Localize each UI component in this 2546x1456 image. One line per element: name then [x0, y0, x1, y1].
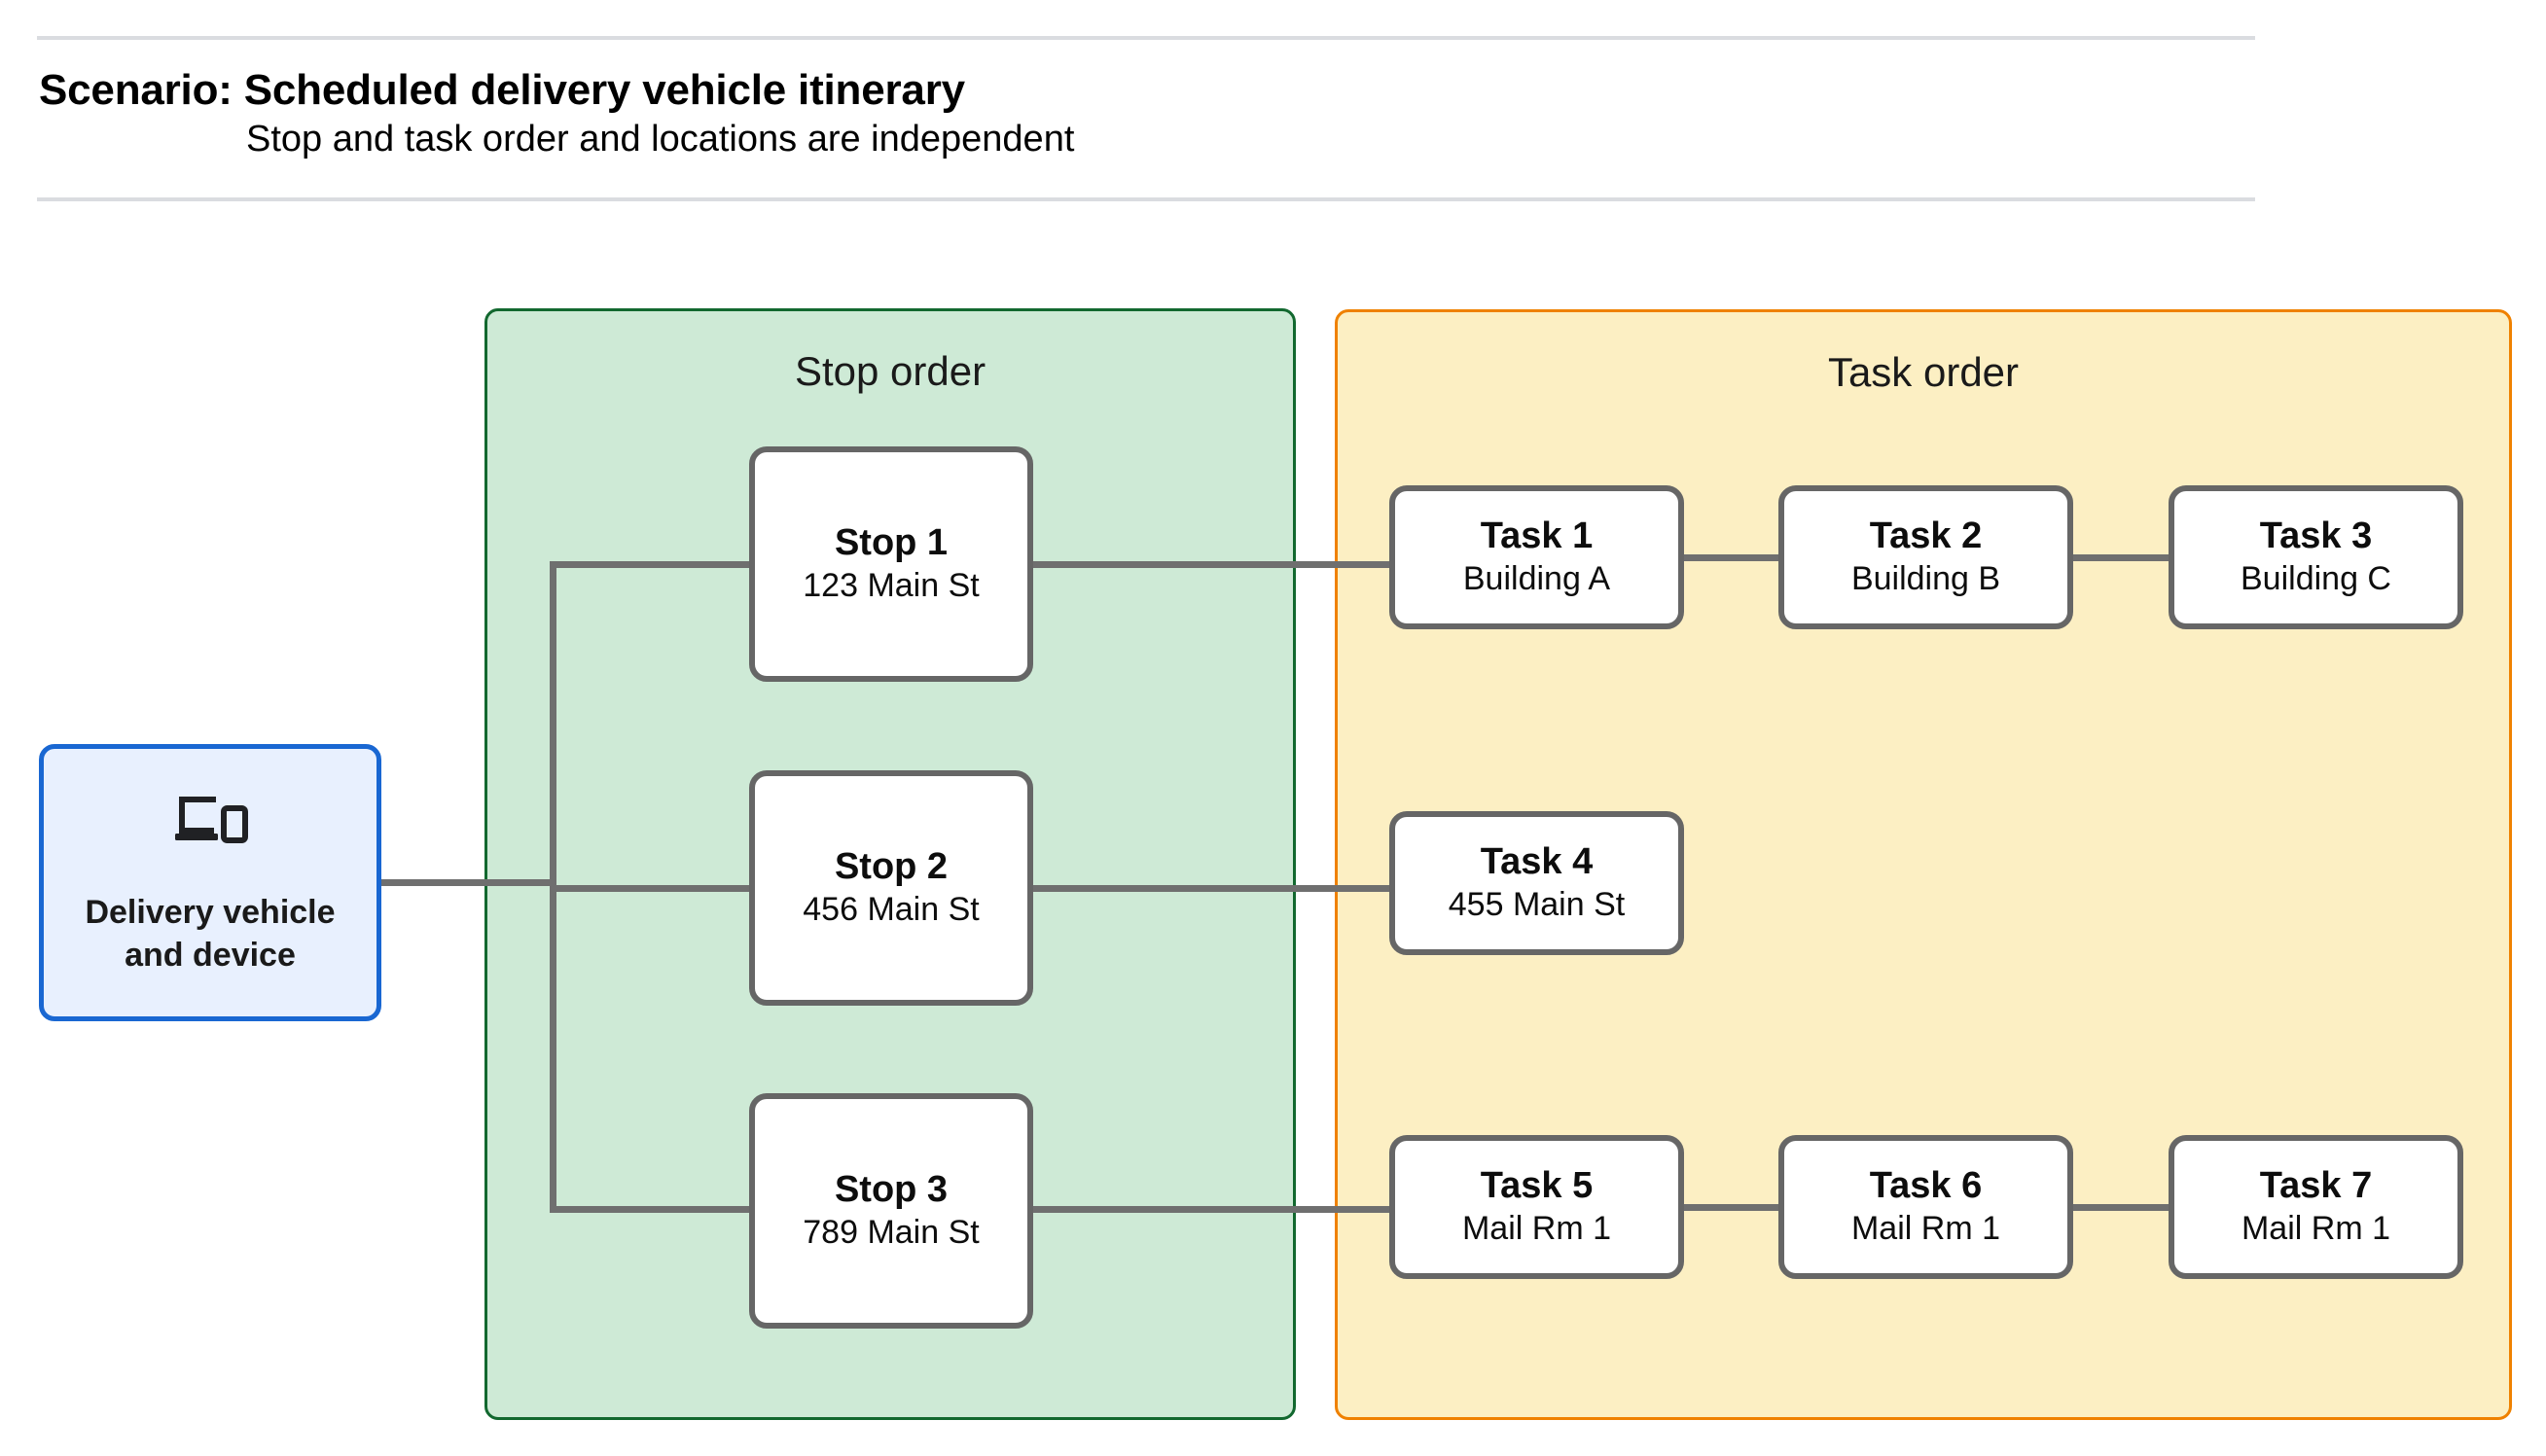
connector-task-2-to-task-3: [2067, 554, 2174, 561]
connector-task-5-to-task-6: [1677, 1204, 1784, 1211]
stop-node-location: 456 Main St: [803, 891, 980, 929]
task-node-title: Task 2: [1869, 515, 1983, 556]
connector-stop-2-to-task-4: [1026, 885, 1396, 892]
connector-trunk-to-stop-1: [550, 561, 756, 568]
connector-stop-1-to-task-1: [1026, 561, 1396, 568]
task-node-6[interactable]: Task 6 Mail Rm 1: [1778, 1135, 2073, 1279]
task-node-title: Task 4: [1480, 840, 1594, 882]
delivery-vehicle-and-device-node[interactable]: Delivery vehicle and device: [39, 744, 381, 1021]
stop-node-title: Stop 3: [834, 1168, 949, 1210]
stop-node-1[interactable]: Stop 1 123 Main St: [749, 446, 1033, 682]
page-title: Scenario: Scheduled delivery vehicle iti…: [39, 66, 965, 114]
header-divider-top: [37, 36, 2255, 40]
task-node-2[interactable]: Task 2 Building B: [1778, 485, 2073, 629]
connector-device-to-trunk: [381, 879, 556, 886]
stop-node-title: Stop 1: [834, 521, 949, 563]
connector-task-1-to-task-2: [1677, 554, 1784, 561]
task-node-7[interactable]: Task 7 Mail Rm 1: [2169, 1135, 2463, 1279]
task-node-title: Task 5: [1480, 1164, 1594, 1206]
task-node-1[interactable]: Task 1 Building A: [1389, 485, 1684, 629]
task-node-3[interactable]: Task 3 Building C: [2169, 485, 2463, 629]
stop-node-location: 123 Main St: [803, 567, 980, 605]
task-node-title: Task 3: [2259, 515, 2373, 556]
connector-trunk-to-stop-2: [550, 885, 756, 892]
devices-icon: [175, 796, 248, 843]
task-order-panel-title: Task order: [1827, 349, 2020, 395]
task-node-location: Building A: [1462, 560, 1611, 598]
connector-stop-3-to-task-5: [1026, 1206, 1396, 1213]
connector-task-6-to-task-7: [2067, 1204, 2174, 1211]
delivery-vehicle-and-device-label: Delivery vehicle and device: [85, 893, 336, 974]
task-node-title: Task 1: [1480, 515, 1594, 556]
stop-node-title: Stop 2: [834, 845, 949, 887]
stop-node-2[interactable]: Stop 2 456 Main St: [749, 770, 1033, 1006]
task-node-title: Task 6: [1869, 1164, 1983, 1206]
stop-node-location: 789 Main St: [803, 1214, 980, 1252]
stop-node-3[interactable]: Stop 3 789 Main St: [749, 1093, 1033, 1329]
task-node-location: Mail Rm 1: [1850, 1210, 2001, 1248]
stop-order-panel-title: Stop order: [794, 348, 986, 394]
connector-trunk-to-stop-3: [550, 1206, 756, 1213]
task-node-location: Building B: [1850, 560, 2001, 598]
task-node-location: Mail Rm 1: [2241, 1210, 2391, 1248]
task-node-location: Mail Rm 1: [1461, 1210, 1612, 1248]
task-node-4[interactable]: Task 4 455 Main St: [1389, 811, 1684, 955]
task-node-5[interactable]: Task 5 Mail Rm 1: [1389, 1135, 1684, 1279]
page-subtitle: Stop and task order and locations are in…: [246, 119, 1075, 160]
task-node-location: 455 Main St: [1448, 886, 1626, 924]
task-node-location: Building C: [2241, 560, 2391, 598]
header-divider-bottom: [37, 197, 2255, 201]
task-node-title: Task 7: [2259, 1164, 2373, 1206]
